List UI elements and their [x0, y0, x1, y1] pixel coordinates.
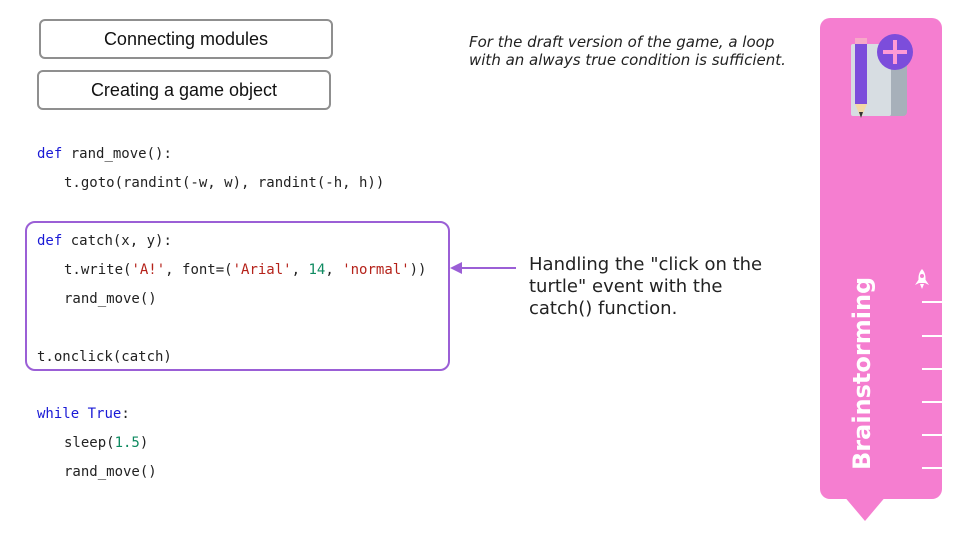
ruler-tick [922, 301, 942, 303]
ruler-tick [922, 401, 942, 403]
code-text: , [325, 262, 343, 278]
arrow-left-icon [450, 262, 516, 274]
string-literal: 'A!' [131, 262, 166, 278]
code-line-5: rand_move() [64, 291, 157, 307]
code-text: : [121, 406, 130, 422]
code-line-4: t.write('A!', font=('Arial', 14, 'normal… [64, 262, 426, 278]
sidebar-title: Brainstorming [848, 276, 876, 470]
creating-game-object-label: Creating a game object [90, 79, 278, 100]
code-line-1: def rand_move(): [37, 146, 172, 162]
notebook-pencil-plus-icon [851, 34, 913, 118]
ruler-tick [922, 434, 942, 436]
connecting-modules-label: Connecting modules [103, 28, 269, 49]
code-line-8: sleep(1.5) [64, 435, 148, 451]
code-text: catch(x, y): [62, 233, 172, 249]
creating-game-object-button[interactable]: Creating a game object [37, 70, 331, 110]
draft-note: For the draft version of the game, a loo… [469, 33, 786, 69]
ruler-tick [922, 368, 942, 370]
ruler-tick [922, 467, 942, 469]
code-text: )) [409, 262, 427, 278]
annotation-text: Handling the "click on the turtle" event… [529, 254, 763, 319]
number-literal: 14 [308, 262, 326, 278]
keyword: def [37, 233, 63, 249]
keyword: def [37, 146, 63, 162]
code-line-6: t.onclick(catch) [37, 349, 172, 365]
string-literal: 'normal' [342, 262, 410, 278]
code-text: , font=( [165, 262, 233, 278]
rocket-icon [915, 269, 929, 289]
sidebar-tip [843, 495, 887, 521]
keyword: True [87, 406, 122, 422]
code-text: ) [139, 435, 149, 451]
code-text: rand_move(): [62, 146, 172, 162]
highlight-box [25, 221, 450, 371]
code-text: , [291, 262, 309, 278]
code-text [79, 406, 87, 422]
connecting-modules-button[interactable]: Connecting modules [39, 19, 333, 59]
code-text: t.write( [64, 262, 132, 278]
code-text: sleep( [64, 435, 115, 451]
keyword: while [37, 406, 80, 422]
code-line-7: while True: [37, 406, 130, 422]
ruler-tick [922, 335, 942, 337]
string-literal: 'Arial' [232, 262, 292, 278]
code-line-3: def catch(x, y): [37, 233, 172, 249]
code-line-2: t.goto(randint(-w, w), randint(-h, h)) [64, 175, 385, 191]
code-line-9: rand_move() [64, 464, 157, 480]
number-literal: 1.5 [114, 435, 140, 451]
